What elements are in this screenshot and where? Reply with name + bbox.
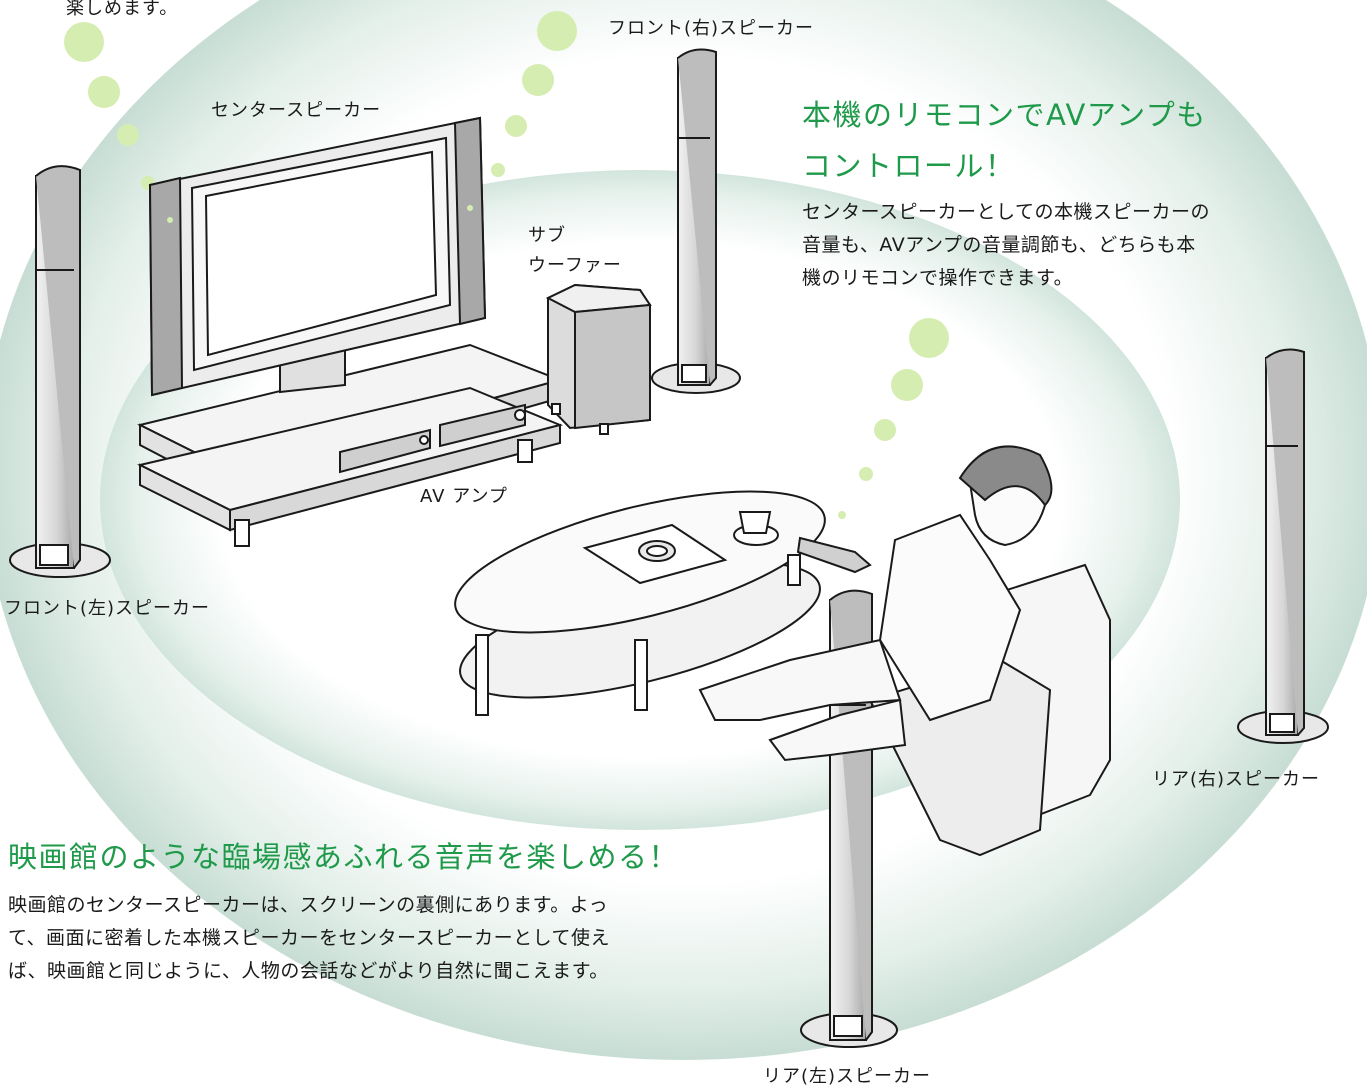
theater-description-line: 映画館のセンタースピーカーは、スクリーンの裏側にあります。よっ: [8, 894, 609, 916]
remote-description-line: 音量も、AVアンプの音量調節も、どちらも本: [802, 234, 1196, 256]
thought-bubbles: [64, 11, 949, 519]
theater-description-line: て、画面に密着した本機スピーカーをセンタースピーカーとして使え: [8, 927, 611, 949]
remote-description-line: センタースピーカーとしての本機スピーカーの: [802, 201, 1210, 223]
coffee-table-drawing: [454, 490, 826, 716]
center-speaker-label: センタースピーカー: [211, 100, 382, 121]
tv-drawing: [148, 116, 487, 397]
remote-heading-line2: コントロール！: [802, 149, 1016, 183]
subwoofer-label-line1: サブ: [528, 225, 566, 246]
subwoofer-drawing: [545, 283, 652, 435]
rear-right-speaker-drawing: [1237, 348, 1329, 744]
front-left-speaker-drawing: [9, 165, 111, 578]
theater-description: 映画館のセンタースピーカーは、スクリーンの裏側にあります。よっ て、画面に密着し…: [8, 889, 610, 988]
rear-right-speaker-label: リア(右)スピーカー: [1152, 769, 1321, 790]
theater-heading: 映画館のような臨場感あふれる音声を楽しめる！: [8, 840, 680, 874]
subwoofer-label-line2: ウーファー: [528, 255, 622, 276]
theater-description-line: ば、映画館と同じように、人物の会話などがより自然に聞こえます。: [8, 960, 609, 982]
remote-description-line: 機のリモコンで操作できます。: [802, 267, 1074, 289]
rear-left-speaker-label: リア(左)スピーカー: [763, 1066, 932, 1087]
remote-heading-line1: 本機のリモコンでAVアンプも: [802, 98, 1207, 132]
person-in-chair-drawing: [698, 445, 1111, 857]
top-fragment-text: 楽しめます。: [66, 0, 179, 19]
front-left-speaker-label: フロント(左)スピーカー: [4, 598, 211, 619]
front-right-speaker-label: フロント(右)スピーカー: [608, 18, 815, 39]
av-amp-label: AV アンプ: [420, 486, 508, 507]
remote-description: センタースピーカーとしての本機スピーカーの 音量も、AVアンプの音量調節も、どち…: [802, 196, 1210, 295]
front-right-speaker-drawing: [651, 48, 741, 394]
